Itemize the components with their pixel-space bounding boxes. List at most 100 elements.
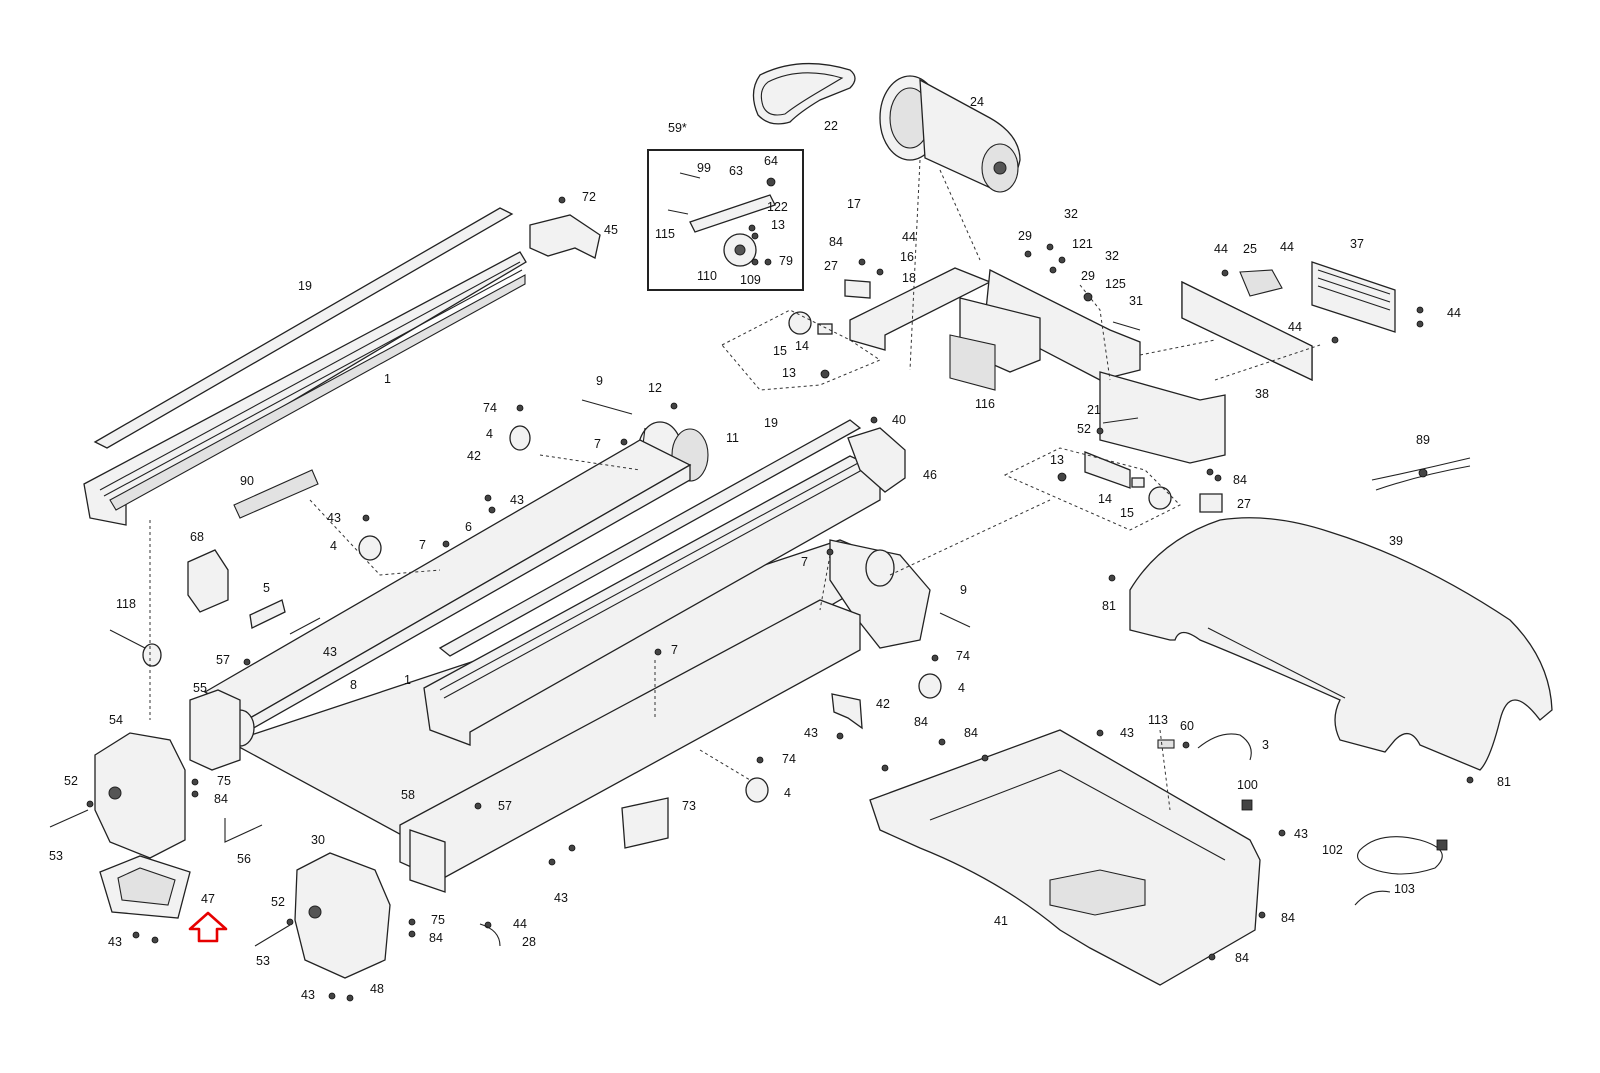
part-label-53: 53 (49, 849, 63, 863)
part-label-30: 30 (311, 833, 325, 847)
part-label-81: 81 (1102, 599, 1116, 613)
part-label-17: 17 (847, 197, 861, 211)
part-label-1: 1 (404, 673, 411, 687)
part-label-75: 75 (431, 913, 445, 927)
part-73 (621, 797, 669, 849)
part-label-4: 4 (330, 539, 337, 553)
part-label-90: 90 (240, 474, 254, 488)
part-label-7: 7 (419, 538, 426, 552)
part-label-4: 4 (958, 681, 965, 695)
power-cord-102 (1354, 836, 1448, 906)
part-label-40: 40 (892, 413, 906, 427)
part-label-84: 84 (1281, 911, 1295, 925)
part-label-113: 113 (1148, 713, 1168, 727)
frame-rail (399, 599, 861, 893)
part-label-84: 84 (429, 931, 443, 945)
part-label-13: 13 (782, 366, 796, 380)
part-label-64: 64 (764, 154, 778, 168)
part-label-58: 58 (401, 788, 415, 802)
inset-box-59 (647, 149, 804, 291)
part-label-109: 109 (740, 273, 761, 287)
roller-15-lower (1148, 486, 1172, 510)
part-label-43: 43 (323, 645, 337, 659)
part-label-44: 44 (1447, 306, 1461, 320)
part-label-21: 21 (1087, 403, 1101, 417)
part-label-43: 43 (804, 726, 818, 740)
part-label-59-star: 59* (668, 121, 687, 135)
part-label-44: 44 (1288, 320, 1302, 334)
part-label-44: 44 (513, 917, 527, 931)
part-label-25: 25 (1243, 242, 1257, 256)
bracket-46 (847, 427, 906, 493)
part-label-53: 53 (256, 954, 270, 968)
part-label-15: 15 (1120, 506, 1134, 520)
part-label-45: 45 (604, 223, 618, 237)
part-label-37: 37 (1350, 237, 1364, 251)
part-label-122: 122 (767, 200, 788, 214)
part-label-74: 74 (483, 401, 497, 415)
part-label-43: 43 (301, 988, 315, 1002)
part-label-72: 72 (582, 190, 596, 204)
part-label-29: 29 (1081, 269, 1095, 283)
part-label-5: 5 (263, 581, 270, 595)
part-label-79: 79 (779, 254, 793, 268)
part-label-9: 9 (960, 583, 967, 597)
part-label-84: 84 (1235, 951, 1249, 965)
part-label-13: 13 (1050, 453, 1064, 467)
part-label-43: 43 (1294, 827, 1308, 841)
part-label-89: 89 (1416, 433, 1430, 447)
part-label-68: 68 (190, 530, 204, 544)
part-label-75: 75 (217, 774, 231, 788)
part-label-99: 99 (697, 161, 711, 175)
part-label-110: 110 (697, 269, 717, 283)
part-label-24: 24 (970, 95, 984, 109)
part-label-28: 28 (522, 935, 536, 949)
part-label-43: 43 (327, 511, 341, 525)
up-arrow-icon (188, 911, 228, 943)
motor-hood-39 (1129, 517, 1553, 771)
part-label-9: 9 (596, 374, 603, 388)
part-label-103: 103 (1394, 882, 1415, 896)
diagram-parts (49, 62, 1553, 1002)
spacer-14-upper (817, 323, 833, 335)
part-label-14: 14 (1098, 492, 1112, 506)
part-label-84: 84 (964, 726, 978, 740)
part-label-12: 12 (648, 381, 662, 395)
tray-47 (99, 855, 191, 919)
part-label-13: 13 (771, 218, 785, 232)
part-label-47: 47 (201, 892, 215, 906)
part-label-43: 43 (510, 493, 524, 507)
right-side-rail (423, 419, 881, 746)
bracket-45 (529, 214, 601, 259)
part-label-43: 43 (1120, 726, 1134, 740)
part-label-22: 22 (824, 119, 838, 133)
part-label-74: 74 (956, 649, 970, 663)
part-label-55: 55 (193, 681, 207, 695)
part-label-84: 84 (829, 235, 843, 249)
part-label-48: 48 (370, 982, 384, 996)
part-label-52: 52 (271, 895, 285, 909)
part-label-73: 73 (682, 799, 696, 813)
part-label-115: 115 (655, 227, 675, 241)
upright-frame-18 (849, 267, 1226, 489)
part-label-14: 14 (795, 339, 809, 353)
part-label-16: 16 (900, 250, 914, 264)
bracket-27-upper (844, 279, 871, 299)
part-label-8: 8 (350, 678, 357, 692)
knob-118 (109, 629, 162, 667)
part-label-39: 39 (1389, 534, 1403, 548)
part-label-44: 44 (902, 230, 916, 244)
part-label-52: 52 (64, 774, 78, 788)
cushions-4 (358, 425, 942, 803)
part-113 (1157, 739, 1175, 749)
part-label-42: 42 (467, 449, 481, 463)
part-label-31: 31 (1129, 294, 1143, 308)
part-label-4: 4 (486, 427, 493, 441)
part-label-57: 57 (216, 653, 230, 667)
roller-15-upper (788, 311, 812, 335)
part-label-3: 3 (1262, 738, 1269, 752)
part-label-18: 18 (902, 271, 916, 285)
hardware-fasteners (49, 196, 1474, 1002)
